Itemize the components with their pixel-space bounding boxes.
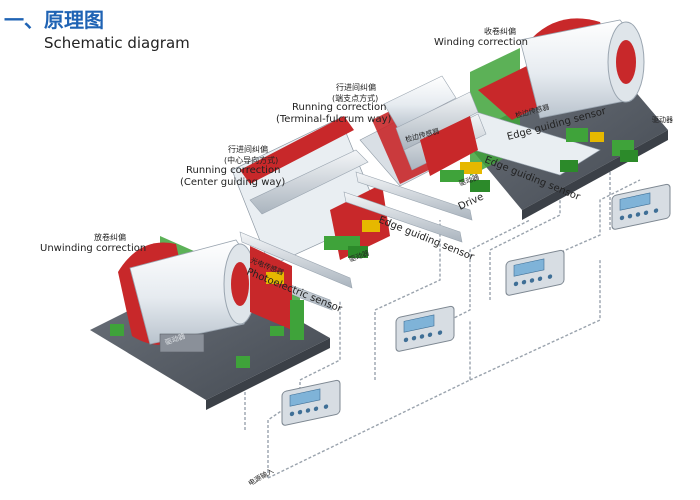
terminal-side-plate xyxy=(420,116,478,176)
center-drive-unit xyxy=(348,246,368,258)
unwinding-rear-frame xyxy=(250,246,292,330)
photoelectric-sensor xyxy=(266,272,284,284)
center-station xyxy=(229,116,473,311)
page-title: 一、原理图 xyxy=(4,8,104,32)
center-cable xyxy=(374,220,441,380)
winding-edge-sensor xyxy=(566,128,588,142)
winding-en-label: Winding correction xyxy=(434,37,529,48)
unwinding-cn-label: 放卷纠偏 xyxy=(94,233,126,242)
controller-2 xyxy=(395,305,455,352)
controller-4 xyxy=(611,183,671,230)
controller-1 xyxy=(281,379,341,426)
terminal-cn-label-2: (端支点方式) xyxy=(332,94,379,103)
center-top-frame xyxy=(240,116,354,184)
terminal-en-label-1: Running correction xyxy=(292,102,387,113)
terminal-edge-sensor xyxy=(460,162,482,174)
controller-3 xyxy=(505,249,565,296)
winding-cn-label: 收卷纠偏 xyxy=(484,27,516,36)
winding-station xyxy=(439,18,668,220)
drive-cn-label-4: 驱动器 xyxy=(652,115,673,124)
unwinding-en-label: Unwinding correction xyxy=(40,243,147,254)
center-cn-label-1: 行进间纠偏 xyxy=(228,145,268,154)
terminal-drive-unit xyxy=(470,180,490,192)
drive-en-label: Drive xyxy=(457,191,486,212)
center-en-label-1: Running correction xyxy=(186,165,281,176)
terminal-en-label-2: (Terminal-fulcrum way) xyxy=(276,114,392,125)
terminal-cn-label-1: 行进间纠偏 xyxy=(336,83,376,92)
power-input-label: 电源输入 xyxy=(247,466,276,488)
unwinding-drive-unit xyxy=(159,333,205,353)
center-edge-sensor xyxy=(362,220,380,232)
center-en-label-2: (Center guiding way) xyxy=(180,177,286,188)
unwinding-station xyxy=(90,236,330,410)
page-subtitle: Schematic diagram xyxy=(44,34,190,52)
winding-drive-unit xyxy=(620,150,638,162)
terminal-station xyxy=(359,75,490,192)
center-cn-label-2: (中心导向方式) xyxy=(224,156,279,165)
